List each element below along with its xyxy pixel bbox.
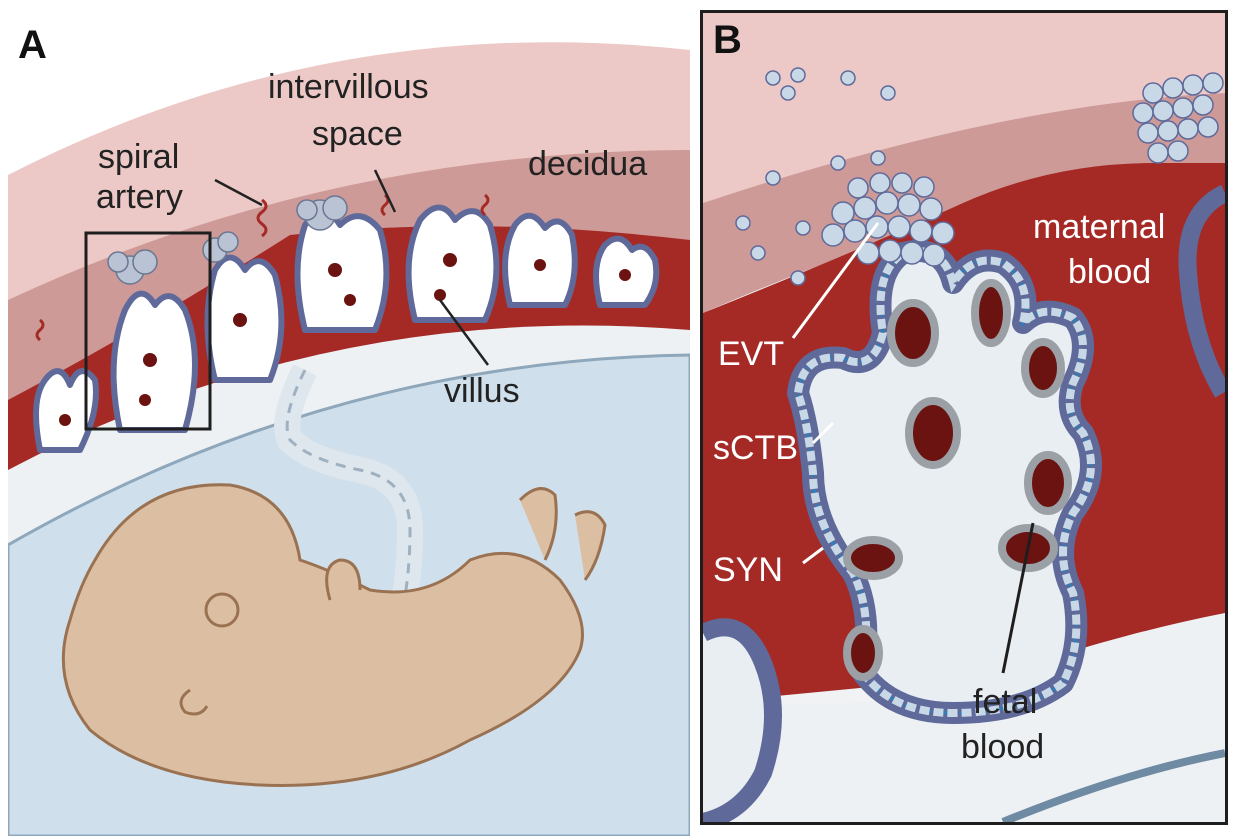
side-villus-right — [1178, 184, 1225, 398]
label-villus: villus — [444, 372, 520, 410]
inset-box — [84, 231, 212, 431]
fetal-vessels — [59, 253, 631, 426]
label-fetal-line1: fetal — [973, 683, 1037, 721]
label-intervillous-line2: space — [312, 115, 403, 153]
evt-cell-column — [735, 67, 1224, 286]
panel-b-illustration: B maternal blood EVT sCTB SYN fetal bloo… — [703, 13, 1225, 822]
label-intervillous-line1: intervillous — [268, 68, 429, 106]
leader-lines-a — [214, 169, 490, 366]
label-sctb: sCTB — [713, 429, 798, 467]
fetus — [61, 483, 607, 787]
label-evt: EVT — [718, 335, 784, 373]
decidua-outer-b — [703, 13, 1225, 203]
panel-a: A intervillous space spiral artery decid… — [8, 23, 690, 836]
label-spiral-line1: spiral — [98, 138, 179, 176]
panel-a-illustration: A intervillous space spiral artery decid… — [8, 23, 690, 836]
label-syn: SYN — [713, 551, 783, 589]
side-villus-left — [703, 618, 782, 822]
panel-b-letter: B — [713, 18, 742, 62]
umbilical-vessels — [285, 369, 412, 621]
label-fetal-line2: blood — [961, 728, 1044, 766]
fetal-capillaries — [843, 279, 1072, 681]
leader-lines-b — [791, 222, 880, 565]
leader-line-fetal — [1001, 522, 1035, 674]
label-spiral-line2: artery — [96, 178, 183, 216]
panel-a-letter: A — [18, 23, 47, 67]
chorionic-edge — [1001, 749, 1225, 822]
label-decidua: decidua — [528, 145, 647, 183]
label-maternal-line1: maternal — [1033, 208, 1165, 246]
villi-group — [33, 204, 660, 453]
panel-b: B maternal blood EVT sCTB SYN fetal bloo… — [700, 10, 1228, 825]
label-maternal-line2: blood — [1068, 253, 1151, 291]
evt-clusters — [107, 195, 348, 285]
